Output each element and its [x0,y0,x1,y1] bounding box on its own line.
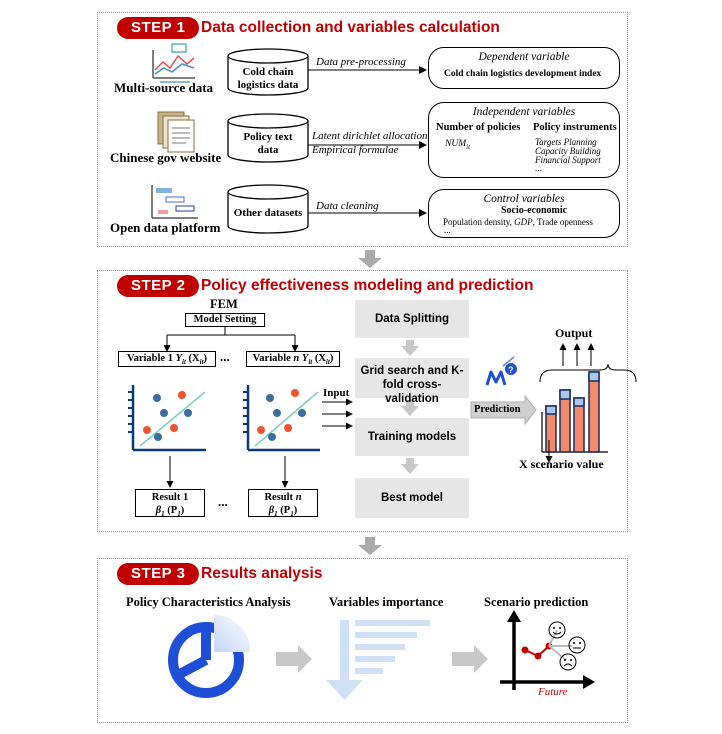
source-gov-website: Chinese gov website [110,150,222,165]
cylinder-policy-text [227,113,309,163]
output-label: Output [555,326,593,340]
dependent-item: Cold chain logistics development index [444,69,602,79]
independent-variables-box: Independent variables Number of policies… [428,102,620,178]
policy-instruments-label: Policy instruments [533,122,617,133]
control-label: Socio-economic [501,205,568,216]
control-more: ... [444,225,451,235]
independent-header: Independent variables [472,106,576,118]
model-setting-box: Model Setting [185,313,265,327]
label-data-cleaning: Data cleaning [316,200,379,212]
label-data-preprocessing: Data pre-processing [316,56,406,68]
dataset-other: Other datasets [233,207,303,219]
dependent-variable-box: Dependent variable Cold chain logistics … [428,47,620,89]
input-label: Input [323,387,350,399]
step3-panel [97,558,628,723]
scenario-prediction-label: Scenario prediction [484,595,589,609]
dependent-header: Dependent variable [478,51,570,63]
multi-source-chart-icon [152,43,195,83]
output-bar-chart [539,343,637,463]
dataset-cold-chain: Cold chain logistics data [237,66,299,91]
variables-importance-icon [326,620,430,700]
step1-badge: STEP 1 [117,17,200,39]
step3-badge: STEP 3 [117,563,200,585]
scatter-plot-n [243,385,320,452]
step-grid-search: Grid search and K-fold cross-validation [355,358,469,405]
instrument-item: Targets Planning [535,137,597,147]
open-data-gantt-icon [151,185,198,219]
down-arrow-1 [358,250,382,268]
step3-title: Results analysis [201,565,323,582]
fem-label: FEM [210,297,238,311]
cylinder-cold-chain [227,48,309,96]
step1-panel [97,12,628,247]
source-multi-source: Multi-source data [114,80,214,95]
num-policies-label: Number of policies [436,122,521,133]
dataset-policy-text: Policy text data [243,131,293,156]
down-arrow-2 [358,537,382,555]
variables-importance-label: Variables importance [329,595,444,609]
ellipsis-results: ... [218,494,228,509]
pie-chart-icon [168,615,251,698]
variable-n-box: Variable n Yit (Xit) [246,351,340,367]
label-empirical: Empirical formulae [312,144,399,156]
future-label: Future [538,686,568,698]
num-item: NUMit [445,139,471,151]
step-data-splitting: Data Splitting [355,300,469,338]
scenario-prediction-icon [500,610,595,690]
instrument-item: Capacity Building [535,146,601,156]
step1-title: Data collection and variables calculatio… [201,19,500,36]
cylinder-other-datasets [227,184,309,234]
step2-panel [97,270,628,532]
policy-characteristics-label: Policy Characteristics Analysis [126,595,291,609]
step2-title: Policy effectiveness modeling and predic… [201,277,534,294]
model-prediction-icon: ? [485,356,517,386]
instrument-item: Financial Support [535,155,601,165]
variable-1-box: Variable 1 Yit (Xit) [118,351,216,367]
gov-document-icon [157,111,195,153]
ellipsis-vars: ... [220,349,230,364]
svg-text:?: ? [508,365,514,375]
step2-badge: STEP 2 [117,275,200,297]
label-lda: Latent dirichlet allocation [312,130,428,142]
prediction-label: Prediction [474,404,521,415]
step-training-models: Training models [355,418,469,456]
scatter-plot-1 [128,385,206,452]
step-best-model: Best model [355,478,469,518]
control-item: Population density, GDP, Trade openness [443,217,593,227]
scenario-value-label: X scenario value [519,457,604,471]
instrument-item: ... [535,163,542,173]
source-open-data: Open data platform [110,220,221,235]
control-variables-box: Control variables Socio-economic Populat… [428,189,620,238]
control-header: Control variables [483,193,565,205]
